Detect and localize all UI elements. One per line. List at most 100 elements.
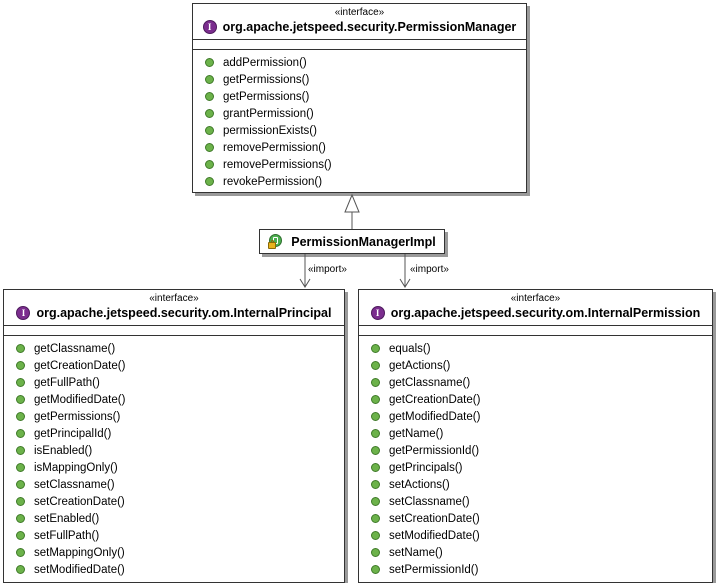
method-row[interactable]: setClassname() (359, 493, 712, 510)
method-row[interactable]: getClassname() (4, 340, 344, 357)
method-label: setCreationDate() (34, 495, 125, 508)
method-row[interactable]: getPermissionId() (359, 442, 712, 459)
public-method-icon (16, 361, 25, 370)
method-row[interactable]: removePermission() (193, 139, 526, 156)
class-header-internal-principal: «interface» I org.apache.jetspeed.securi… (4, 290, 344, 326)
method-row[interactable]: revokePermission() (193, 173, 526, 190)
method-row[interactable]: setCreationDate() (4, 493, 344, 510)
method-row[interactable]: getModifiedDate() (4, 391, 344, 408)
public-method-icon (371, 412, 380, 421)
method-row[interactable]: getActions() (359, 357, 712, 374)
public-method-icon (371, 514, 380, 523)
interface-icon: I (202, 20, 217, 34)
method-row[interactable]: getModifiedDate() (359, 408, 712, 425)
stereotype-label: «interface» (334, 7, 385, 18)
public-method-icon (205, 75, 214, 84)
class-name-label: org.apache.jetspeed.security.om.Internal… (390, 306, 701, 320)
method-row[interactable]: getPrincipals() (359, 459, 712, 476)
method-label: getCreationDate() (389, 393, 481, 406)
class-box-permission-manager[interactable]: «interface» I org.apache.jetspeed.securi… (192, 3, 527, 193)
public-method-icon (371, 395, 380, 404)
public-method-icon (16, 548, 25, 557)
attributes-compartment (4, 326, 344, 336)
public-method-icon (205, 92, 214, 101)
public-method-icon (205, 177, 214, 186)
method-row[interactable]: getClassname() (359, 374, 712, 391)
public-method-icon (16, 395, 25, 404)
method-label: getPermissions() (223, 73, 310, 86)
method-row[interactable]: setActions() (359, 476, 712, 493)
class-box-permission-manager-impl[interactable]: PermissionManagerImpl (259, 229, 445, 254)
method-label: setFullPath() (34, 529, 100, 542)
method-row[interactable]: getCreationDate() (359, 391, 712, 408)
method-row[interactable]: setMappingOnly() (4, 544, 344, 561)
method-row[interactable]: getPermissions() (4, 408, 344, 425)
method-row[interactable]: getPermissions() (193, 71, 526, 88)
method-row[interactable]: setEnabled() (4, 510, 344, 527)
method-label: getFullPath() (34, 376, 100, 389)
import-label-right: «import» (410, 264, 449, 275)
class-name-label: org.apache.jetspeed.security.om.Internal… (36, 306, 332, 320)
class-title-row: I org.apache.jetspeed.security.om.Intern… (365, 305, 706, 321)
public-method-icon (205, 109, 214, 118)
public-method-icon (16, 565, 25, 574)
method-row[interactable]: getFullPath() (4, 374, 344, 391)
class-name-label: PermissionManagerImpl (291, 234, 436, 249)
public-method-icon (16, 497, 25, 506)
public-method-icon (371, 480, 380, 489)
method-label: grantPermission() (223, 107, 314, 120)
method-row[interactable]: getPrincipalId() (4, 425, 344, 442)
public-method-icon (371, 497, 380, 506)
method-label: setEnabled() (34, 512, 100, 525)
method-label: setModifiedDate() (389, 529, 480, 542)
method-row[interactable]: setName() (359, 544, 712, 561)
attributes-compartment (193, 40, 526, 50)
method-row[interactable]: setClassname() (4, 476, 344, 493)
method-label: isEnabled() (34, 444, 93, 457)
public-method-icon (371, 429, 380, 438)
class-header-internal-permission: «interface» I org.apache.jetspeed.securi… (359, 290, 712, 326)
method-row[interactable]: removePermissions() (193, 156, 526, 173)
method-row[interactable]: setPermissionId() (359, 561, 712, 578)
method-label: getName() (389, 427, 444, 440)
method-row[interactable]: setFullPath() (4, 527, 344, 544)
public-method-icon (371, 361, 380, 370)
public-method-icon (371, 446, 380, 455)
method-label: setCreationDate() (389, 512, 480, 525)
class-name-label: org.apache.jetspeed.security.PermissionM… (222, 20, 517, 34)
method-row[interactable]: getCreationDate() (4, 357, 344, 374)
method-label: removePermission() (223, 141, 326, 154)
method-label: setClassname() (34, 478, 115, 491)
stereotype-label: «interface» (510, 293, 561, 304)
method-row[interactable]: addPermission() (193, 54, 526, 71)
class-box-internal-permission[interactable]: «interface» I org.apache.jetspeed.securi… (358, 289, 713, 583)
methods-compartment-internal-permission: equals() getActions() getClassname() get… (359, 336, 712, 581)
method-row[interactable]: equals() (359, 340, 712, 357)
method-label: getPermissions() (34, 410, 121, 423)
method-row[interactable]: isMappingOnly() (4, 459, 344, 476)
public-method-icon (16, 378, 25, 387)
method-row[interactable]: isEnabled() (4, 442, 344, 459)
method-label: getModifiedDate() (389, 410, 481, 423)
method-label: getPermissionId() (389, 444, 480, 457)
method-row[interactable]: setCreationDate() (359, 510, 712, 527)
public-method-icon (16, 531, 25, 540)
method-row[interactable]: permissionExists() (193, 122, 526, 139)
method-row[interactable]: setModifiedDate() (4, 561, 344, 578)
public-method-icon (16, 463, 25, 472)
public-method-icon (16, 344, 25, 353)
method-row[interactable]: setModifiedDate() (359, 527, 712, 544)
method-row[interactable]: getPermissions() (193, 88, 526, 105)
public-method-icon (205, 58, 214, 67)
class-box-internal-principal[interactable]: «interface» I org.apache.jetspeed.securi… (3, 289, 345, 583)
method-label: getPrincipals() (389, 461, 463, 474)
public-method-icon (16, 480, 25, 489)
public-method-icon (16, 429, 25, 438)
method-label: setModifiedDate() (34, 563, 125, 576)
method-row[interactable]: getName() (359, 425, 712, 442)
method-row[interactable]: grantPermission() (193, 105, 526, 122)
import-connector-impl-to-internal-permission (399, 254, 411, 288)
import-label-left: «import» (308, 264, 347, 275)
method-label: getActions() (389, 359, 451, 372)
public-method-icon (205, 160, 214, 169)
